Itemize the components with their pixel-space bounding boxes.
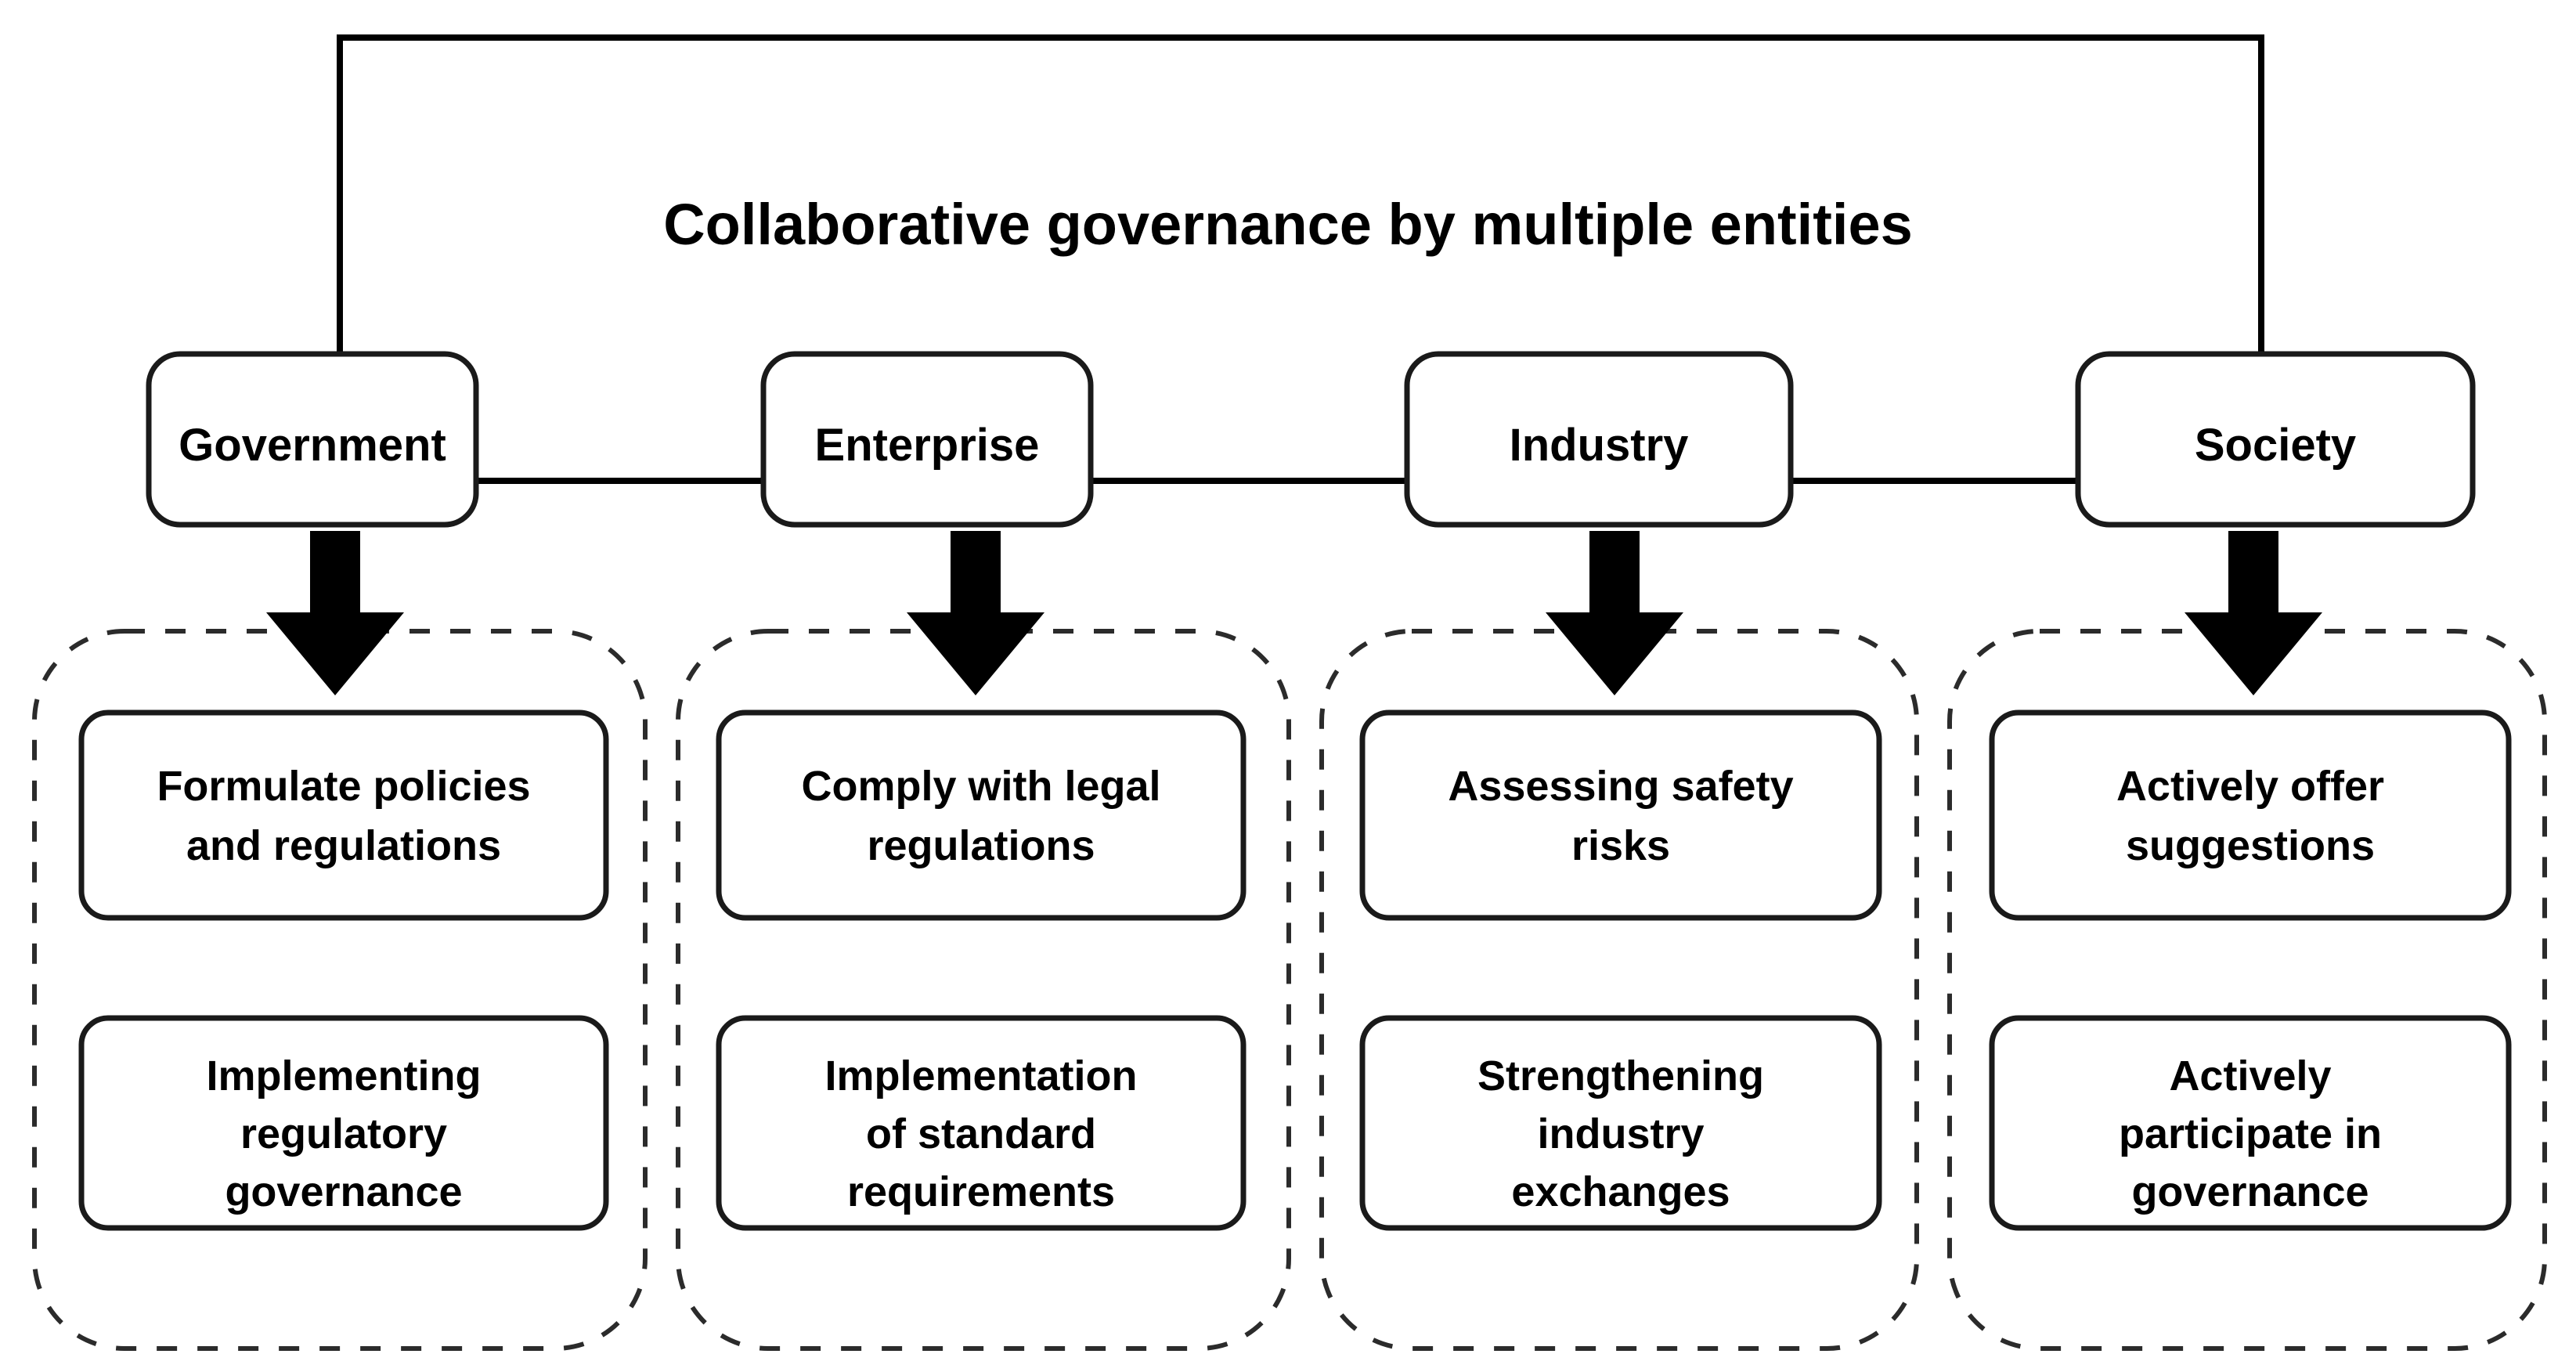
- entity-box-enterprise[interactable]: Enterprise: [760, 351, 1094, 528]
- action-line-1: Implementing: [206, 1052, 481, 1099]
- action-box-implementation-of-standard-requirements-rect: [716, 1015, 1247, 1231]
- action-line-1: Actively: [2169, 1052, 2331, 1099]
- action-line-2: and regulations: [186, 822, 501, 869]
- action-box-strengthening-industry-exchanges-rect: [1359, 1015, 1882, 1231]
- action-box-formulate-policies-rect: [78, 709, 609, 921]
- action-line-1: Comply with legal: [801, 763, 1160, 810]
- action-line-1: Actively offer: [2116, 763, 2384, 810]
- entity-box-industry-rect: [1404, 351, 1794, 528]
- action-line-2: regulatory: [240, 1110, 447, 1157]
- entity-box-society[interactable]: Society: [2075, 351, 2476, 528]
- action-box-actively-offer-suggestions[interactable]: Actively offer suggestions: [1989, 709, 2512, 921]
- arrow-down-enterprise-shape: [907, 531, 1044, 695]
- arrow-down-industry: [1546, 531, 1683, 695]
- entity-label-enterprise: Enterprise: [815, 420, 1040, 471]
- action-box-actively-participate-in-governance[interactable]: Actively participate in governance: [1989, 1015, 2512, 1231]
- action-line-3: governance: [225, 1168, 462, 1215]
- entity-label-society: Society: [2195, 420, 2356, 471]
- action-line-2: risks: [1571, 822, 1670, 869]
- arrow-down-industry-shape: [1546, 531, 1683, 695]
- entity-box-government-rect: [146, 351, 479, 528]
- arrow-down-society-shape: [2185, 531, 2322, 695]
- entity-box-government[interactable]: Government: [146, 351, 479, 528]
- action-line-3: governance: [2131, 1168, 2369, 1215]
- action-line-3: exchanges: [1511, 1168, 1730, 1215]
- entity-label-government: Government: [179, 420, 446, 471]
- action-box-actively-participate-in-governance-rect: [1989, 1015, 2512, 1231]
- action-box-implementing-regulatory-governance-rect: [78, 1015, 609, 1231]
- action-box-comply-with-legal-regulations[interactable]: Comply with legal regulations: [716, 709, 1247, 921]
- top-bracket: [337, 34, 2264, 352]
- action-line-2: industry: [1537, 1110, 1704, 1157]
- action-box-strengthening-industry-exchanges[interactable]: Strengthening industry exchanges: [1359, 1015, 1882, 1231]
- action-line-1: Assessing safety: [1448, 763, 1793, 810]
- arrow-down-society: [2185, 531, 2322, 695]
- action-box-actively-offer-suggestions-rect: [1989, 709, 2512, 921]
- action-line-1: Formulate policies: [157, 763, 530, 810]
- action-box-formulate-policies[interactable]: Formulate policies and regulations: [78, 709, 609, 921]
- action-line-2: participate in: [2119, 1110, 2382, 1157]
- entity-box-society-rect: [2075, 351, 2476, 528]
- action-box-implementation-of-standard-requirements[interactable]: Implementation of standard requirements: [716, 1015, 1247, 1231]
- bracket-path: [337, 34, 2264, 352]
- entity-label-industry: Industry: [1510, 420, 1689, 471]
- action-box-implementing-regulatory-governance[interactable]: Implementing regulatory governance: [78, 1015, 609, 1231]
- arrow-down-government-shape: [266, 531, 404, 695]
- action-box-comply-with-legal-regulations-rect: [716, 709, 1247, 921]
- arrow-down-enterprise: [907, 531, 1044, 695]
- diagram-title: Collaborative governance by multiple ent…: [663, 192, 1913, 257]
- action-line-2: suggestions: [2126, 822, 2375, 869]
- entity-box-industry[interactable]: Industry: [1404, 351, 1794, 528]
- action-box-assessing-safety-risks[interactable]: Assessing safety risks: [1359, 709, 1882, 921]
- arrow-down-government: [266, 531, 404, 695]
- action-line-2: regulations: [867, 822, 1095, 869]
- entity-box-enterprise-rect: [760, 351, 1094, 528]
- action-line-1: Strengthening: [1477, 1052, 1764, 1099]
- action-box-assessing-safety-risks-rect: [1359, 709, 1882, 921]
- action-line-1: Implementation: [824, 1052, 1137, 1099]
- action-line-3: requirements: [847, 1168, 1115, 1215]
- action-line-2: of standard: [866, 1110, 1096, 1157]
